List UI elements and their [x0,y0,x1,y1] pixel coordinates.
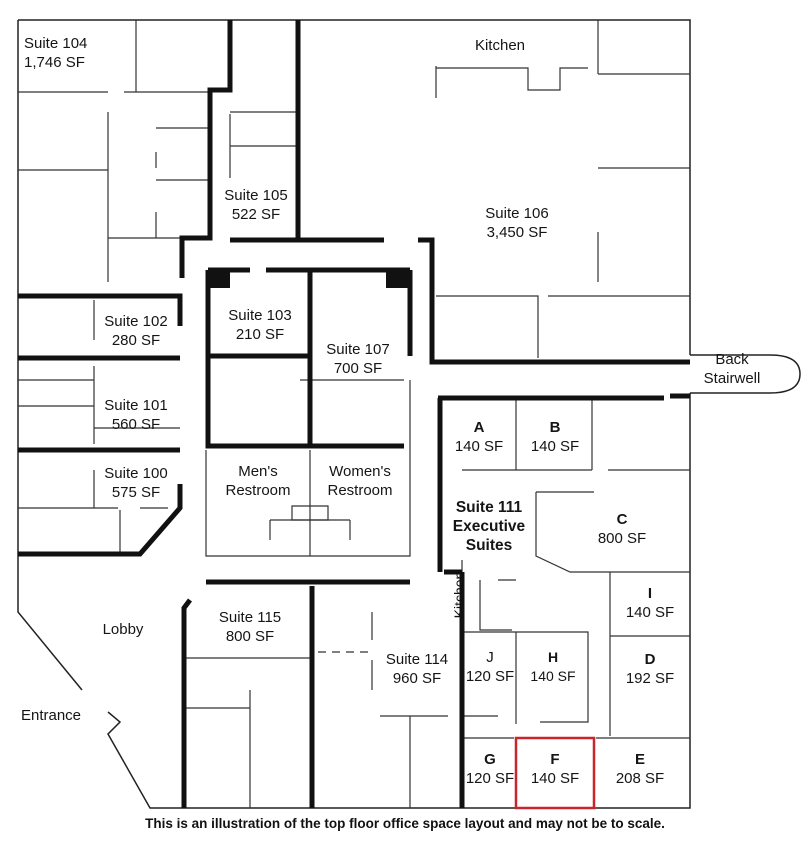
suite-j-name: J [486,649,494,666]
suite-102-label: Suite 102 280 SF [96,312,176,350]
back-stairwell-outline [690,354,801,394]
kitchen-111-label: Kitchen [451,569,469,621]
suite-g-name: G [484,751,496,768]
disclaimer-caption: This is an illustration of the top floor… [145,816,665,831]
suite-104-name: Suite 104 [24,35,88,52]
suite-106-label: Suite 106 3,450 SF [472,204,562,242]
kitchen-111-name: Kitchen [451,571,467,619]
back-stairwell-line2: Stairwell [703,370,761,387]
suite-105-area: 522 SF [231,206,281,223]
suite-h-label: H 140 SF [522,648,584,686]
suite-i-label: I 140 SF [614,584,686,622]
suite-i-area: 140 SF [625,604,675,621]
suite-101-name: Suite 101 [104,397,168,414]
suite-b-name: B [549,419,561,436]
suite-107-label: Suite 107 700 SF [316,340,400,378]
suite-101-area: 560 SF [111,416,161,433]
suite-114-label: Suite 114 960 SF [376,650,458,688]
suite-104-area: 1,746 SF [24,54,85,71]
suite-e-area: 208 SF [615,770,665,787]
interior-thick-walls [18,20,690,808]
interior-thin-walls [18,20,690,808]
suite-j-label: J 120 SF [462,648,518,686]
suite-a-label: A 140 SF [446,418,512,456]
suite-h-area: 140 SF [530,668,576,684]
suite-104-label: Suite 104 1,746 SF [24,34,134,72]
womens-line1: Women's [329,463,391,480]
lobby-name: Lobby [102,621,144,638]
suite-103-area: 210 SF [235,326,285,343]
suite-c-area: 800 SF [597,530,647,547]
suite-111-line1: Suite 111 [455,499,523,516]
mens-line2: Restroom [225,482,291,499]
suite-j-area: 120 SF [465,668,515,685]
suite-d-label: D 192 SF [614,650,686,688]
suite-d-name: D [644,651,656,668]
suite-107-name: Suite 107 [326,341,390,358]
suite-111-line3: Suites [465,537,513,554]
suite-i-name: I [647,585,653,602]
suite-107-area: 700 SF [333,360,383,377]
suite-114-name: Suite 114 [385,651,449,668]
suite-e-label: E 208 SF [604,750,676,788]
suite-100-name: Suite 100 [104,465,168,482]
suite-b-label: B 140 SF [522,418,588,456]
suite-111-label: Suite 111 Executive Suites [444,498,534,555]
suite-115-name: Suite 115 [218,609,282,626]
suite-103-name: Suite 103 [228,307,292,324]
mens-line1: Men's [238,463,278,480]
kitchen-name: Kitchen [474,37,526,54]
suite-f-label: F 140 SF [520,750,590,788]
suite-103-label: Suite 103 210 SF [220,306,300,344]
back-stairwell-label: Back Stairwell [692,350,772,388]
entrance-name: Entrance [20,707,82,724]
womens-line2: Restroom [327,482,393,499]
suite-c-label: C 800 SF [584,510,660,548]
suite-105-name: Suite 105 [224,187,288,204]
entrance-label: Entrance [6,706,96,725]
womens-restroom-label: Women's Restroom [318,462,402,500]
suite-b-area: 140 SF [530,438,580,455]
suite-102-name: Suite 102 [104,313,168,330]
outer-walls [17,19,691,809]
suite-e-name: E [634,751,645,768]
suite-106-area: 3,450 SF [486,224,548,241]
suite-h-name: H [547,649,559,665]
suite-101-label: Suite 101 560 SF [96,396,176,434]
kitchen-label: Kitchen [460,36,540,55]
suite-f-name: F [550,751,560,768]
suite-100-area: 575 SF [111,484,161,501]
suite-106-name: Suite 106 [485,205,549,222]
suite-d-area: 192 SF [625,670,675,687]
suite-105-label: Suite 105 522 SF [216,186,296,224]
suite-f-area: 140 SF [530,770,580,787]
suite-115-area: 800 SF [225,628,275,645]
back-stairwell-line1: Back [715,351,749,368]
suite-115-label: Suite 115 800 SF [210,608,290,646]
suite-g-label: G 120 SF [462,750,518,788]
suite-c-name: C [616,511,628,528]
suite-a-name: A [473,419,485,436]
suite-100-label: Suite 100 575 SF [96,464,176,502]
suite-114-area: 960 SF [392,670,442,687]
suite-g-area: 120 SF [465,770,515,787]
suite-102-area: 280 SF [111,332,161,349]
suite-f-highlight [514,736,596,810]
lobby-label: Lobby [88,620,158,639]
suite-111-line2: Executive [452,518,526,535]
suite-a-area: 140 SF [454,438,504,455]
column-blocks [210,272,408,288]
mens-restroom-label: Men's Restroom [218,462,298,500]
